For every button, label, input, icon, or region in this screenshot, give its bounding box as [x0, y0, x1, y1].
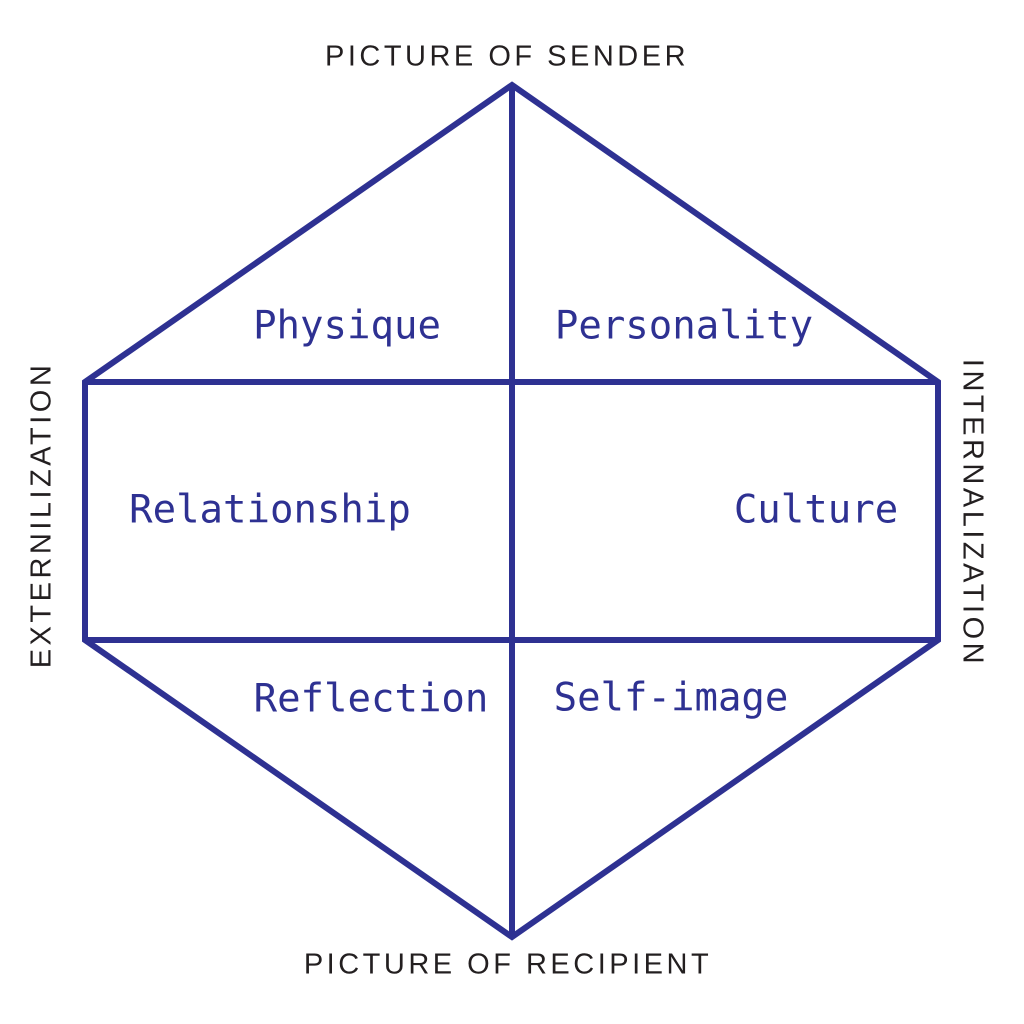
- left-axis-label: EXTERNILIZATION: [25, 361, 58, 669]
- top-caption: PICTURE OF SENDER: [324, 40, 690, 73]
- bottom-caption: PICTURE OF RECIPIENT: [303, 948, 713, 981]
- quadrant-label-physique: Physique: [253, 303, 441, 349]
- quadrant-label-self-image: Self-image: [553, 675, 789, 721]
- quadrant-label-reflection: Reflection: [253, 676, 489, 722]
- quadrant-label-relationship: Relationship: [129, 487, 411, 533]
- quadrant-label-personality: Personality: [554, 303, 814, 349]
- right-axis-label: INTERNALIZATION: [956, 358, 989, 668]
- quadrant-label-culture: Culture: [733, 487, 899, 533]
